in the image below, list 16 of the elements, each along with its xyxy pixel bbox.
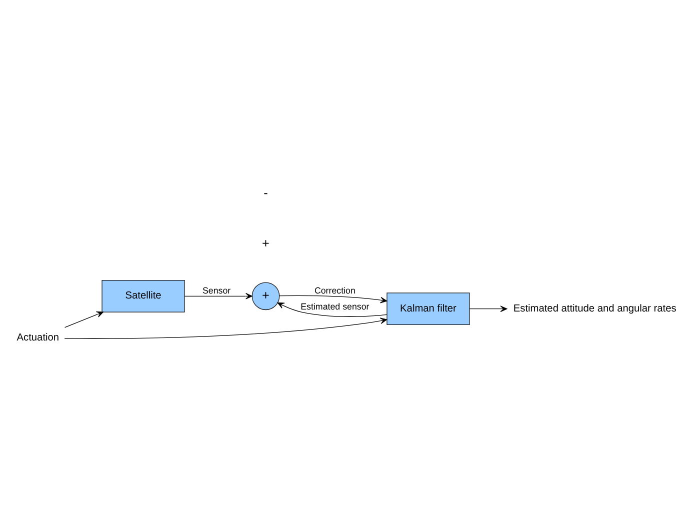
node-box: Kalman filter xyxy=(386,292,470,326)
label: + xyxy=(262,236,270,250)
node-box: Satellite xyxy=(102,280,185,312)
node-text: Estimated attitude and angular rates xyxy=(513,303,676,314)
arrow xyxy=(184,292,252,300)
node-circle: + xyxy=(252,282,280,310)
label: - xyxy=(264,186,268,200)
arrow xyxy=(64,318,388,339)
arrow xyxy=(469,306,508,312)
node-text: Actuation xyxy=(16,332,60,344)
arrow xyxy=(277,302,388,317)
arrow xyxy=(64,311,104,328)
arrow xyxy=(279,295,388,304)
edge-label: Estimated sensor xyxy=(300,302,370,312)
edge-label: Correction xyxy=(314,286,356,296)
edge-label: Sensor xyxy=(202,286,231,296)
